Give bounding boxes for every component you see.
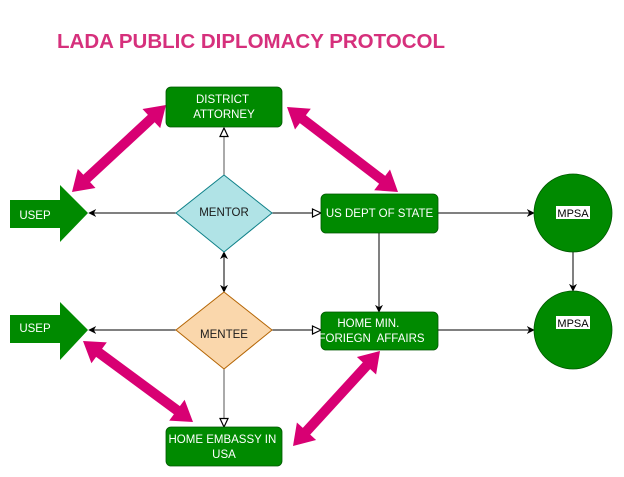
home-min-line-1: HOME MIN. — [337, 318, 399, 330]
us-dept-of-state-node[interactable]: US DEPT OF STATE — [320, 193, 439, 234]
district-attorney-node[interactable]: DISTRICT ATTORNEY — [165, 86, 283, 128]
usep-bottom-label: USEP — [19, 323, 51, 335]
usep-top-label: USEP — [19, 210, 51, 222]
mpsa-bottom-label: MPSA — [557, 318, 589, 330]
mpsa-bottom-node[interactable]: MPSA — [533, 290, 613, 370]
relation-arrow-district-attorney-state — [287, 107, 398, 192]
usep-top-node[interactable]: USEP — [10, 185, 88, 242]
relation-arrows — [72, 105, 398, 446]
mpsa-bottom-label-bg — [556, 316, 590, 329]
mpsa-top-label-bg — [556, 206, 590, 219]
relation-arrow-usep-district-attorney — [72, 105, 166, 192]
home-embassy-node[interactable]: HOME EMBASSY IN USA — [165, 426, 283, 467]
mpsa-top-node[interactable]: MPSA — [533, 173, 613, 253]
mentee-label: MENTEE — [200, 329, 248, 341]
district-attorney-line-2: ATTORNEY — [193, 109, 255, 121]
connectors — [88, 128, 577, 427]
svg-text:HOME EMBASSY IN USA: HOME EMBASSY IN USA — [169, 434, 280, 461]
diagram-title: LADA PUBLIC DIPLOMACY PROTOCOL — [57, 30, 445, 53]
mentor-label: MENTOR — [199, 207, 249, 219]
usep-bottom-node[interactable]: USEP — [10, 302, 88, 360]
svg-text:DISTRICT ATTORNEY: DISTRICT ATTORNEY — [193, 94, 255, 121]
usep-top-shape — [10, 185, 88, 242]
mentee-node[interactable]: MENTEE — [175, 291, 273, 370]
relation-arrow-home-embassy-home-min — [293, 351, 380, 446]
home-embassy-line-1: HOME EMBASSY IN — [169, 434, 277, 446]
home-embassy-line-2: USA — [212, 449, 236, 461]
district-attorney-line-1: DISTRICT — [196, 94, 249, 106]
usep-bottom-shape — [10, 302, 88, 360]
svg-text:HOME MIN. FORIEGN AFFAI: HOME MIN. FORIEGN AFFAIRS — [0, 0, 441, 345]
relation-arrow-usep-home-embassy — [83, 341, 193, 422]
home-min-line-2: FORIEGN AFFAIRS — [318, 333, 424, 345]
mentor-node[interactable]: MENTOR — [175, 174, 273, 253]
home-min-foreign-affairs-node[interactable]: HOME MIN. FORIEGN AFFAIRS — [0, 0, 441, 351]
us-dept-of-state-label: US DEPT OF STATE — [326, 208, 434, 220]
mpsa-top-label: MPSA — [557, 208, 589, 220]
